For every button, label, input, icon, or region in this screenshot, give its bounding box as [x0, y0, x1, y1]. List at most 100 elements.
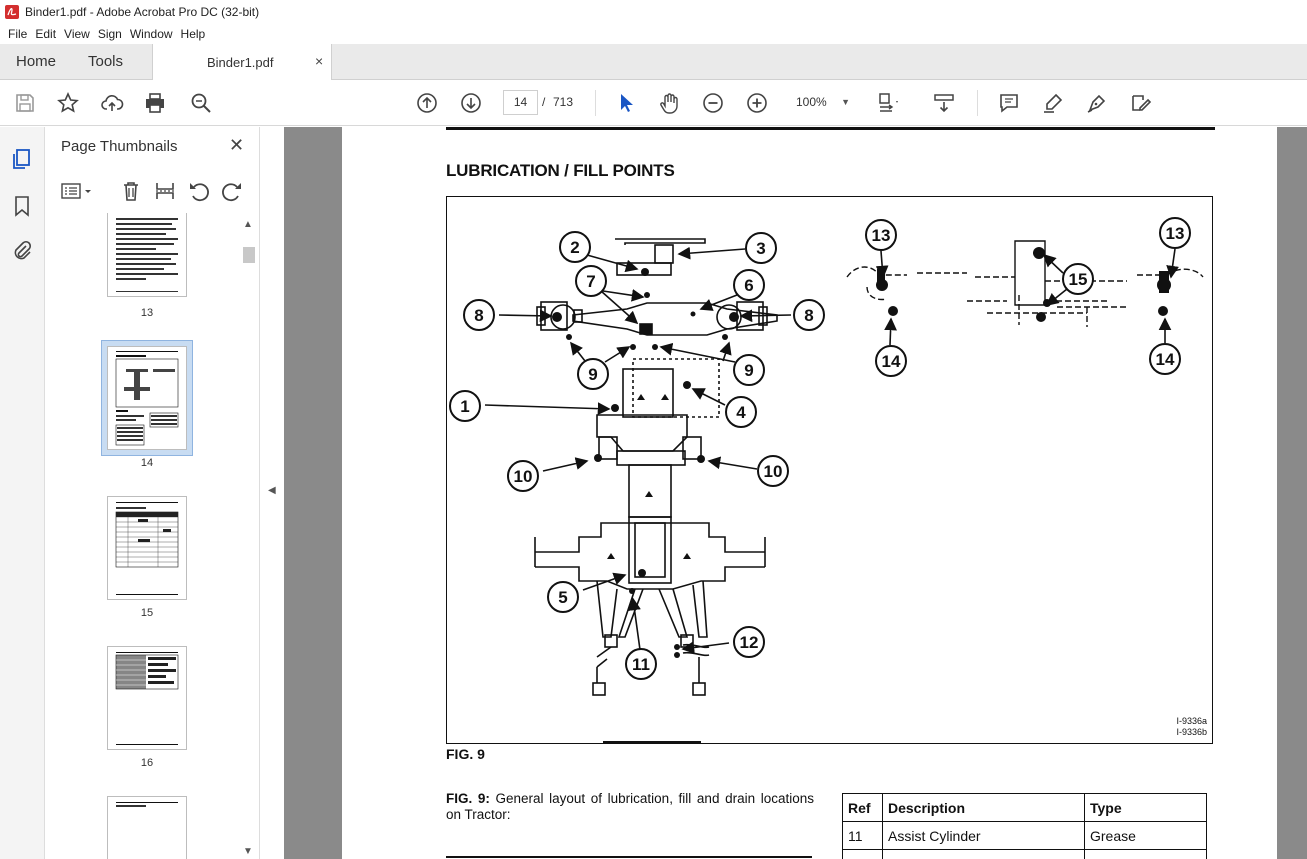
thumbnail-page-16[interactable] [107, 646, 187, 750]
save-icon[interactable] [13, 91, 37, 115]
window-title: Binder1.pdf - Adobe Acrobat Pro DC (32-b… [25, 5, 260, 19]
figure-caption: FIG. 9: General layout of lubrication, f… [446, 791, 814, 823]
thumbnail-options-icon[interactable] [59, 179, 95, 203]
tab-bar: Home Tools Binder1.pdf × [0, 44, 1307, 81]
menu-file[interactable]: File [8, 27, 28, 41]
draw-pen-icon[interactable] [1085, 91, 1109, 115]
svg-text:5: 5 [558, 588, 567, 607]
pdf-page: LUBRICATION / FILL POINTS [342, 127, 1277, 859]
page-separator: / [542, 95, 546, 109]
menu-sign[interactable]: Sign [97, 27, 122, 41]
tab-close-icon[interactable]: × [315, 53, 324, 69]
zoom-in-icon[interactable] [745, 91, 769, 115]
callout-7 [575, 265, 607, 297]
callout-3 [745, 232, 777, 264]
svg-text:10: 10 [514, 467, 533, 486]
comment-icon[interactable] [997, 91, 1021, 115]
thumbnail-page-13[interactable] [107, 213, 187, 297]
table-cell-description: Assist Cylinder [882, 821, 1085, 850]
svg-text:8: 8 [804, 306, 813, 325]
fill-sign-icon[interactable] [1129, 91, 1153, 115]
scroll-down-arrow-icon[interactable]: ▼ [243, 846, 253, 857]
search-zoom-icon[interactable] [189, 91, 213, 115]
previous-page-icon[interactable] [415, 91, 439, 115]
acrobat-app-icon [5, 5, 19, 19]
table-header-type: Type [1084, 793, 1207, 822]
close-panel-icon[interactable]: ✕ [229, 135, 245, 155]
highlighter-icon[interactable] [1041, 91, 1065, 115]
thumbnail-page-17[interactable] [107, 796, 187, 859]
toolbar-divider [977, 90, 978, 116]
select-cursor-icon[interactable] [614, 91, 638, 115]
svg-text:13: 13 [872, 226, 891, 245]
tab-home[interactable]: Home [16, 53, 57, 70]
thumbnail-content [116, 218, 178, 292]
rotate-clockwise-icon[interactable] [220, 179, 244, 203]
zoom-out-icon[interactable] [701, 91, 725, 115]
thumbnails-scrollbar[interactable]: ▲ ▼ [242, 219, 256, 859]
bookmark-star-icon[interactable] [56, 91, 80, 115]
thumbnail-content [116, 802, 178, 807]
table-cell-description: Leveling Crank [882, 849, 1085, 859]
page-fit-icon[interactable] [876, 91, 900, 115]
hand-tool-icon[interactable] [657, 91, 681, 115]
table-header-ref: Ref [842, 793, 883, 822]
thumbnail-list: 13 14 [45, 213, 240, 859]
scroll-up-arrow-icon[interactable]: ▲ [243, 219, 253, 230]
thumbnail-page-label: 16 [140, 757, 154, 769]
menu-help[interactable]: Help [180, 27, 206, 41]
print-icon[interactable] [143, 91, 167, 115]
table-header-row: Ref Description Type [842, 793, 1207, 822]
callout-8-right [793, 299, 825, 331]
main-toolbar: 14 / 713 100% ▼ [0, 80, 1307, 126]
page-thumbnails-icon[interactable] [10, 147, 34, 171]
bookmarks-icon[interactable] [10, 194, 34, 218]
rotate-counterclockwise-icon[interactable] [187, 179, 211, 203]
table-top-rule [446, 856, 812, 858]
next-page-icon[interactable] [459, 91, 483, 115]
svg-text:3: 3 [756, 239, 765, 258]
svg-text:2: 2 [570, 238, 579, 257]
menu-view[interactable]: View [64, 27, 90, 41]
menu-window[interactable]: Window [129, 27, 173, 41]
figure-code-b: I-9336b [1176, 727, 1207, 737]
toolbar-divider [595, 90, 596, 116]
callout-9-right [733, 354, 765, 386]
svg-text:14: 14 [882, 352, 901, 371]
thumbnail-content [115, 351, 179, 446]
delete-page-icon[interactable] [119, 179, 143, 203]
svg-text:8: 8 [474, 306, 483, 325]
svg-text:11: 11 [632, 655, 650, 674]
callout-13-left [865, 219, 897, 251]
svg-text:1: 1 [460, 397, 469, 416]
svg-text:9: 9 [744, 361, 753, 380]
svg-text:9: 9 [588, 365, 597, 384]
upload-cloud-icon[interactable] [100, 91, 124, 115]
extract-pages-icon[interactable] [153, 179, 177, 203]
document-view[interactable]: LUBRICATION / FILL POINTS [284, 127, 1307, 859]
thumbnails-panel-title: Page Thumbnails [61, 138, 178, 155]
table-header-description: Description [882, 793, 1085, 822]
svg-text:4: 4 [736, 403, 746, 422]
attachments-paperclip-icon[interactable] [10, 239, 34, 263]
current-page-input[interactable]: 14 [503, 90, 538, 115]
thumbnail-page-15[interactable] [107, 496, 187, 600]
menu-edit[interactable]: Edit [35, 27, 57, 41]
callout-1 [449, 390, 481, 422]
tab-document[interactable]: Binder1.pdf × [152, 44, 332, 81]
reference-table: Ref Description Type 11 Assist Cylinder … [842, 793, 1207, 859]
tab-tools[interactable]: Tools [88, 53, 124, 70]
page-thumbnails-panel: Page Thumbnails ✕ [45, 127, 260, 859]
table-row: 11 Assist Cylinder Grease [842, 821, 1207, 850]
table-cell-type: Grease [1084, 821, 1207, 850]
callout-13-right [1159, 217, 1191, 249]
svg-text:12: 12 [740, 633, 759, 652]
svg-text:14: 14 [1156, 350, 1175, 369]
table-cell-type: Grease [1084, 849, 1207, 859]
scrollbar-thumb[interactable] [243, 247, 255, 263]
collapse-panel-handle-icon[interactable]: ◀ [268, 485, 276, 496]
zoom-level-select[interactable]: 100% ▼ [790, 90, 858, 115]
chevron-down-icon: ▼ [841, 97, 850, 107]
thumbnail-page-14[interactable] [107, 346, 187, 450]
scroll-mode-icon[interactable] [932, 91, 956, 115]
